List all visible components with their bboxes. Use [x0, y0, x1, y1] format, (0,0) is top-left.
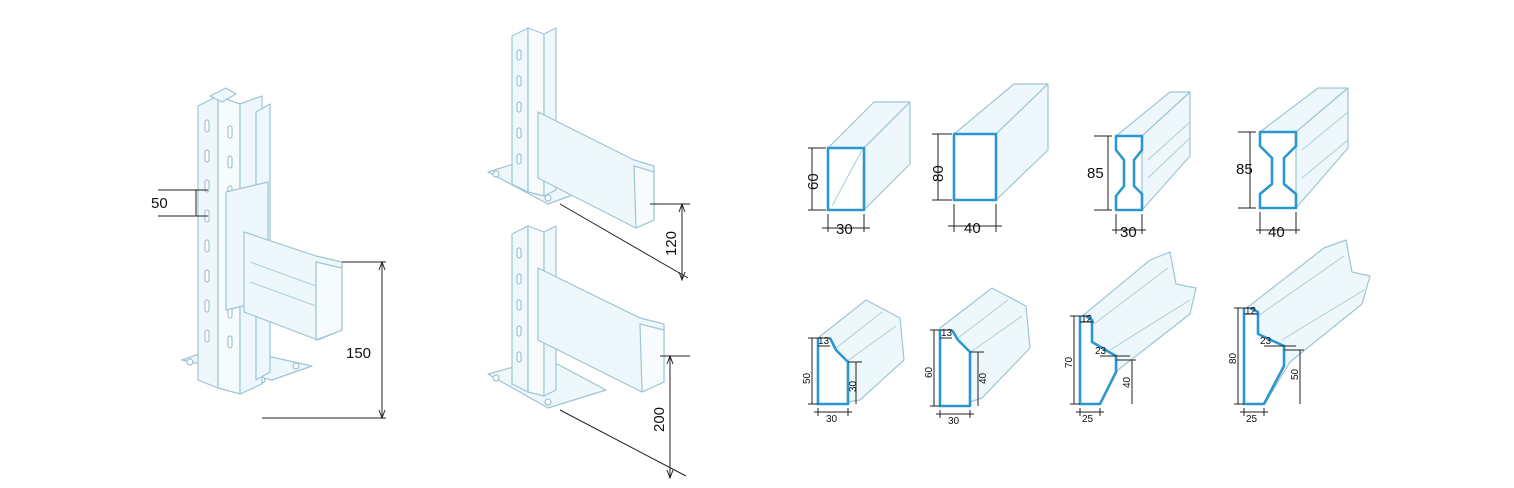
step-label: 23 [1260, 336, 1272, 347]
step-profile-85x40: 85 40 [1236, 87, 1349, 241]
height-label: 85 [1087, 165, 1104, 182]
lip-label: 12 [1081, 314, 1093, 325]
step-profile-85x30: 85 30 [1087, 91, 1191, 241]
inner-height-label: 40 [978, 372, 989, 384]
width-label: 30 [1120, 224, 1137, 241]
lip-label: 12 [1245, 306, 1257, 317]
z-profile-80: 12 23 80 50 25 [1228, 239, 1371, 425]
upright-with-beam-120: 120 [487, 27, 690, 282]
pitch-dimension: 50 [151, 189, 208, 217]
box-profile-60x30: 60 30 [805, 101, 911, 238]
open-profile-60: 13 60 40 30 [924, 287, 1031, 427]
beam-height-label: 150 [346, 345, 371, 362]
lip-label: 13 [941, 328, 953, 339]
width-label: 40 [1268, 224, 1285, 241]
height-label: 80 [1228, 352, 1239, 364]
height-label: 85 [1236, 161, 1253, 178]
width-label: 30 [836, 221, 853, 238]
height-label: 50 [802, 372, 813, 384]
width-label: 25 [1246, 414, 1258, 425]
z-profile-70: 12 23 70 40 25 [1064, 251, 1197, 425]
beam-height-label: 120 [663, 231, 680, 256]
upright-with-beam-150: 50 150 [151, 87, 386, 420]
pitch-label: 50 [151, 195, 168, 212]
width-label: 30 [826, 414, 838, 425]
height-label: 80 [930, 165, 947, 182]
beam-height-dimension: 150 [262, 260, 386, 420]
width-label: 25 [1082, 414, 1094, 425]
width-label: 40 [964, 220, 981, 237]
inner-height-label: 30 [848, 380, 859, 392]
height-label: 70 [1064, 356, 1075, 368]
height-label: 60 [805, 173, 822, 190]
upright-with-beam-200: 200 [487, 225, 690, 480]
inner-height-label: 50 [1290, 368, 1301, 380]
beam-height-label: 200 [651, 407, 668, 432]
width-label: 30 [948, 416, 960, 427]
height-label: 60 [924, 366, 935, 378]
inner-height-label: 40 [1122, 376, 1133, 388]
box-profile-80x40: 80 40 [930, 83, 1049, 237]
lip-label: 13 [818, 336, 830, 347]
open-profile-50: 13 50 30 30 [802, 299, 905, 425]
step-label: 23 [1095, 346, 1107, 357]
